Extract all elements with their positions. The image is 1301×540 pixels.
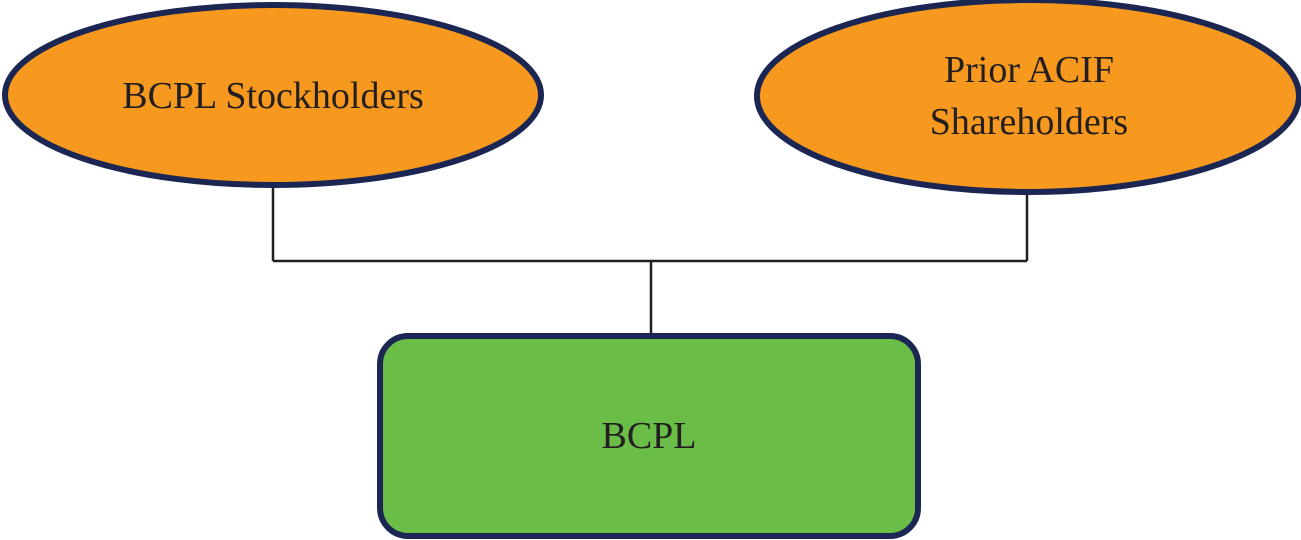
bcpl-stockholders-ellipse [2,2,544,188]
bcpl-box [377,333,921,539]
prior-acif-shareholders-label: Prior ACIF Shareholders [929,49,1129,143]
connector-lines [271,186,1029,336]
bcpl-stockholders-label: BCPL Stockholders [122,75,424,117]
bcpl-label: BCPL [601,415,697,457]
prior-acif-shareholders-ellipse [754,0,1301,195]
